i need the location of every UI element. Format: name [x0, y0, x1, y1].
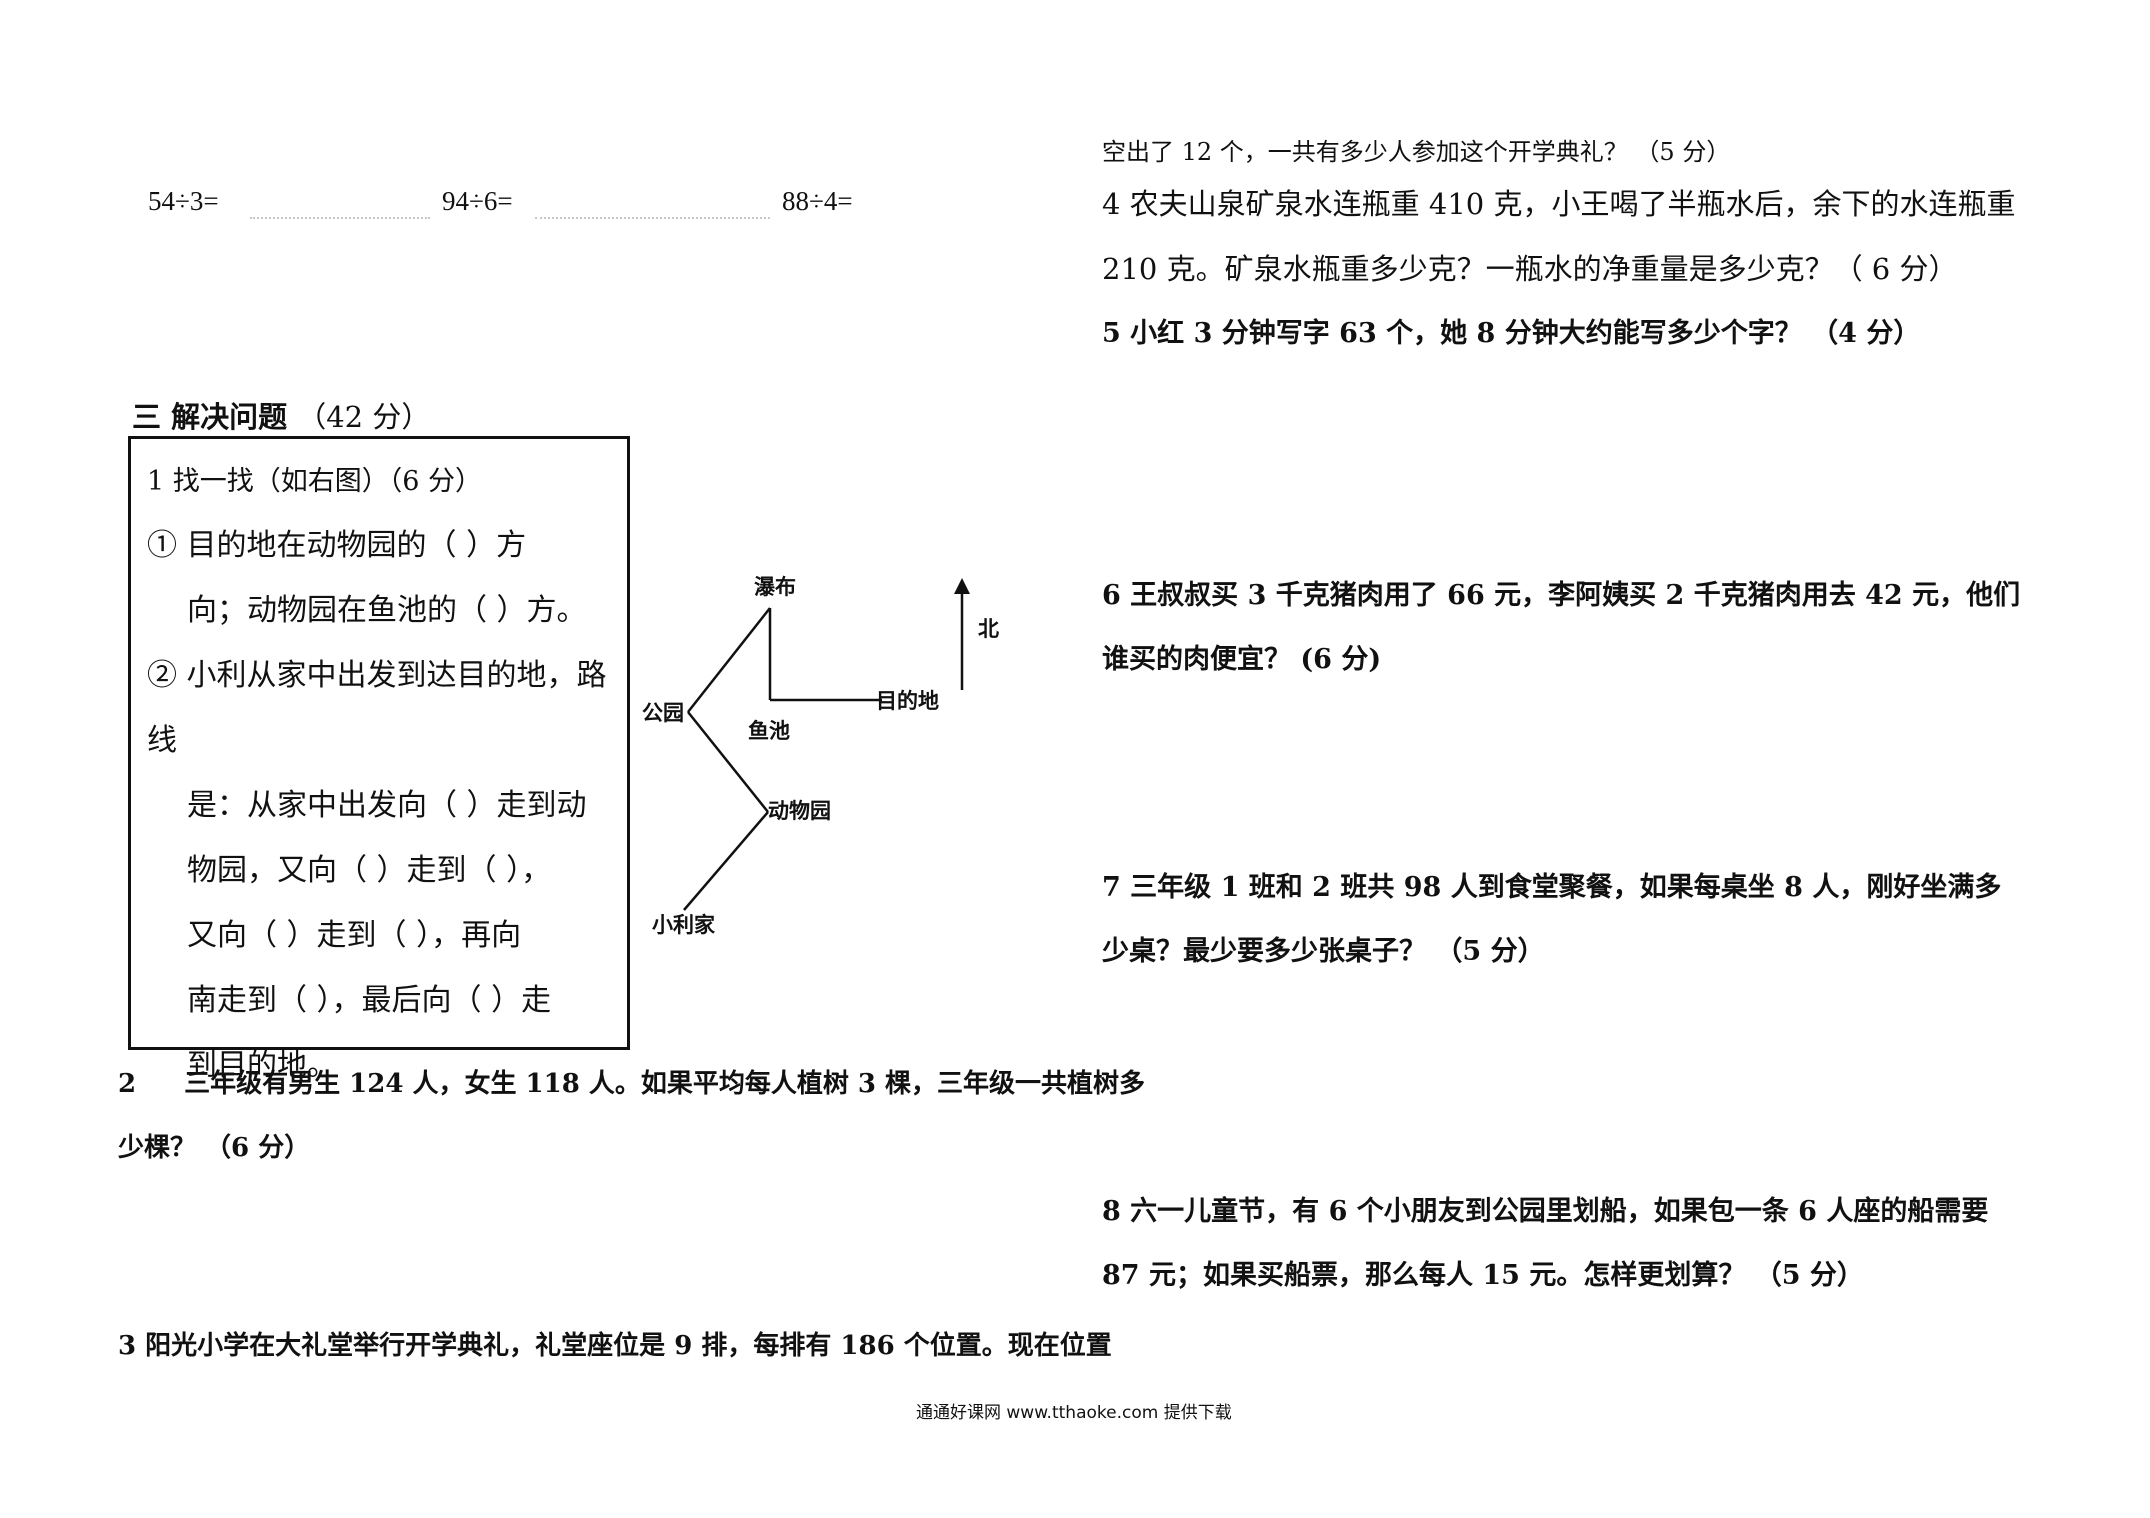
map-path-park-zoo: [687, 711, 769, 813]
map-label-park: 公园: [642, 701, 684, 725]
question-6-line-1: 6 王叔叔买 3 千克猪肉用了 66 元，李阿姨买 2 千克猪肉用去 42 元，…: [1102, 580, 2021, 611]
exercise-2: 94÷6=: [442, 186, 513, 216]
question-1-box: 1 找一找（如右图）（6 分） ① 目的地在动物园的（ ）方 向；动物园在鱼池的…: [128, 436, 630, 1083]
question-1-line-7: 南走到（ ），最后向（ ）走: [187, 983, 552, 1018]
question-1-line-1: ① 目的地在动物园的（ ）方: [147, 528, 527, 563]
question-7-line-1: 7 三年级 1 班和 2 班共 98 人到食堂聚餐，如果每桌坐 8 人，刚好坐满…: [1102, 872, 2002, 903]
exercise-1: 54÷3=: [148, 186, 219, 216]
question-6-line-2: 谁买的肉便宜？ (6 分): [1102, 644, 1382, 675]
question-2-line-2: 少棵？ （6 分）: [118, 1133, 311, 1163]
question-7: 7 三年级 1 班和 2 班共 98 人到食堂聚餐，如果每桌坐 8 人，刚好坐满…: [1102, 856, 2001, 984]
question-8: 8 六一儿童节，有 6 个小朋友到公园里划船，如果包一条 6 人座的船需要 87…: [1102, 1180, 1988, 1308]
question-2: 2 三年级有男生 124 人，女生 118 人。如果平均每人植树 3 棵，三年级一…: [118, 1052, 1145, 1180]
question-1-text: 1 找一找（如右图）（6 分） ① 目的地在动物园的（ ）方 向；动物园在鱼池的…: [147, 451, 617, 1098]
question-7-line-2: 少桌？最少要多少张桌子？ （5 分）: [1102, 936, 1545, 967]
map-label-destination: 目的地: [876, 689, 939, 713]
question-4-line-2: 210 克。矿泉水瓶重多少克？一瓶水的净重量是多少克？（ 6 分）: [1102, 252, 1958, 286]
question-2-number: 2: [118, 1069, 137, 1099]
question-4-line-1: 4 农夫山泉矿泉水连瓶重 410 克，小王喝了半瓶水后，余下的水连瓶重: [1102, 187, 2016, 221]
map-label-waterfall: 瀑布: [754, 575, 796, 599]
question-8-line-1: 8 六一儿童节，有 6 个小朋友到公园里划船，如果包一条 6 人座的船需要: [1102, 1196, 1989, 1227]
footer-credit: 通通好课网 www.tthaoke.com 提供下载: [916, 1403, 1232, 1423]
question-3-line-1: 3 阳光小学在大礼堂举行开学典礼，礼堂座位是 9 排，每排有 186 个位置。现…: [118, 1331, 1112, 1361]
question-1-line-4: 是：从家中出发向（ ）走到动: [187, 788, 587, 823]
answer-dots-2: [535, 215, 770, 219]
map-path-park-waterfall: [687, 607, 771, 713]
question-8-line-2: 87 元；如果买船票，那么每人 15 元。怎样更划算？ （5 分）: [1102, 1260, 1864, 1291]
question-1-line-3: ② 小利从家中出发到达目的地，路线: [147, 658, 607, 758]
map-label-north: 北: [978, 617, 999, 641]
question-1-line-6: 又向（ ）走到（ ），再向: [187, 918, 522, 953]
map-label-home: 小利家: [652, 913, 716, 937]
north-arrow-icon: [954, 578, 970, 594]
question-5: 5 小红 3 分钟写字 63 个，她 8 分钟大约能写多少个字？ （4 分）: [1102, 318, 1921, 349]
question-1-line-5: 物园，又向（ ）走到（ ），: [187, 853, 552, 888]
question-1-line-2: 向；动物园在鱼池的（ ）方。: [187, 593, 587, 628]
map-label-fishpond: 鱼池: [748, 719, 790, 743]
question-2-line-1: 三年级有男生 124 人，女生 118 人。如果平均每人植树 3 棵，三年级一共…: [184, 1069, 1146, 1099]
map-label-zoo: 动物园: [768, 799, 831, 823]
exercise-3: 88÷4=: [782, 186, 853, 216]
question-3-line-2: 空出了 12 个，一共有多少人参加这个开学典礼？ （5 分）: [1102, 138, 1731, 166]
question-4: 4 农夫山泉矿泉水连瓶重 410 克，小王喝了半瓶水后，余下的水连瓶重 210 …: [1102, 172, 2015, 302]
section-heading: 三 解决问题 （42 分）: [132, 394, 430, 436]
answer-dots-1: [250, 215, 430, 219]
section-title: 三 解决问题: [132, 400, 288, 434]
route-map: 瀑布 公园 鱼池 目的地 动物园 小利家 北: [642, 575, 999, 937]
question-1-title: 1 找一找（如右图）（6 分）: [147, 466, 483, 497]
section-score: （42 分）: [297, 400, 431, 434]
map-path-zoo-home: [683, 811, 769, 911]
question-6: 6 王叔叔买 3 千克猪肉用了 66 元，李阿姨买 2 千克猪肉用去 42 元，…: [1102, 564, 2020, 692]
question-1-line-8: 到目的地。: [187, 1048, 337, 1083]
